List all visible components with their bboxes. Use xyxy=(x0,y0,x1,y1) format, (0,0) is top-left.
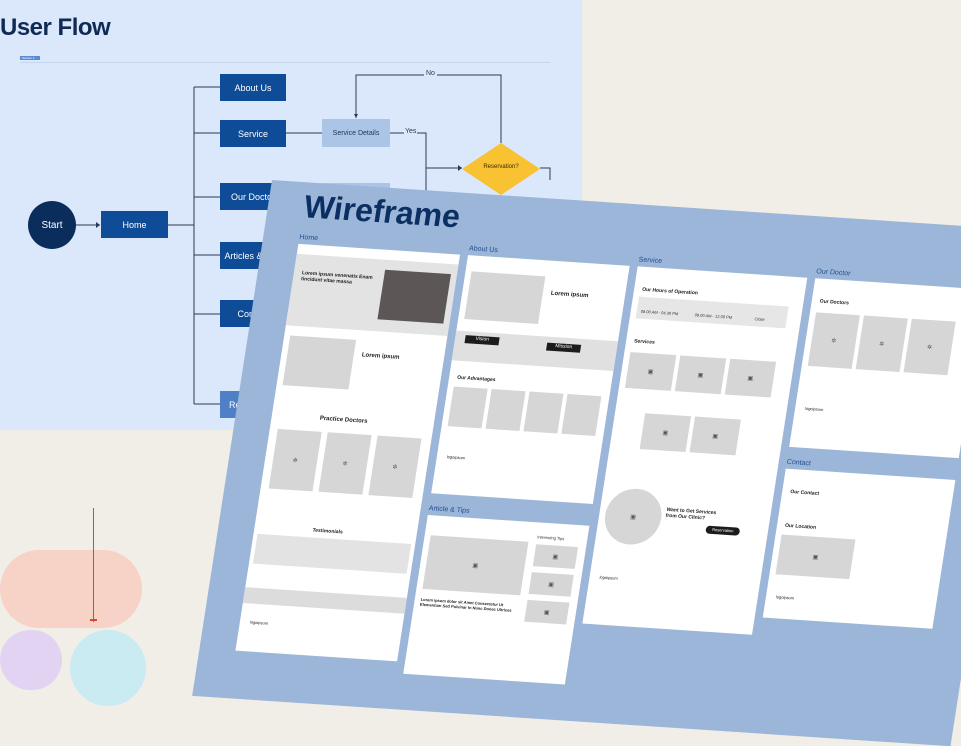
advantage-4 xyxy=(561,394,602,436)
doctor-footer-logo: logoipsum xyxy=(804,405,824,413)
advantage-2 xyxy=(485,389,526,431)
start-node[interactable]: Start xyxy=(28,201,76,249)
home-heading: Lorem ipsum xyxy=(361,352,400,361)
doctor-photo-2: ✲ xyxy=(855,315,908,373)
home-gallery xyxy=(282,335,357,390)
service-footer-logo: logoipsum xyxy=(599,574,619,581)
wireframe-board: Wireframe Home Lorem ipsum venenatis Ena… xyxy=(192,180,961,746)
service-img-1: ▣ xyxy=(624,352,677,391)
cta-text: Want to Get Services from Our Clinic? xyxy=(665,506,717,522)
services-heading: Services xyxy=(633,338,656,346)
article-title: Lorem ipsum dolor sit Amet Consectetur U… xyxy=(419,596,513,613)
decor-line-tick xyxy=(90,619,97,621)
decor-circle-cyan xyxy=(70,630,146,706)
advantage-1 xyxy=(447,386,488,429)
about-page-mock: Lorem ipsum Vision Mission Our Advantage… xyxy=(431,255,630,504)
doctor-card-2: ✲ xyxy=(318,432,372,495)
section-label-articles: Article & Tips xyxy=(428,505,471,515)
yes-label: Yes xyxy=(404,128,418,135)
user-flow-title: User Flow xyxy=(0,14,111,41)
doctor-card-1: ✲ xyxy=(268,428,322,492)
testimonial-strip xyxy=(252,533,412,574)
decor-line xyxy=(93,508,94,622)
cta-circle: ▣ xyxy=(600,487,666,547)
section-label-service: Service xyxy=(638,256,663,265)
about-heading: Lorem ipsum xyxy=(550,290,589,300)
about-us-node[interactable]: About Us xyxy=(220,74,286,101)
no-label: No xyxy=(424,70,437,77)
decision-label: Reservation? xyxy=(483,164,519,170)
practice-doctors-heading: Practice Doctors xyxy=(319,415,368,425)
service-img-5: ▣ xyxy=(689,416,741,456)
home-node[interactable]: Home xyxy=(101,211,168,238)
section-label-about: About Us xyxy=(468,245,499,255)
divider xyxy=(20,62,550,63)
doctor-photo-1: ✲ xyxy=(807,312,860,369)
tip-thumb-1: ▣ xyxy=(532,544,579,569)
advantage-3 xyxy=(523,391,564,434)
newsletter-band xyxy=(242,587,407,614)
hero-image xyxy=(377,269,451,324)
tip-thumb-3: ▣ xyxy=(524,599,570,625)
decor-pill-lilac xyxy=(0,630,62,690)
cta-reservation-button[interactable]: Reservation xyxy=(705,525,741,536)
section-label-home: Home xyxy=(298,233,319,243)
hours-title: Our Hours of Operation xyxy=(641,286,699,297)
service-details-node[interactable]: Service Details xyxy=(322,119,390,147)
doctor-page-mock: Our Doctors ✲ ✲ ✲ logoipsum xyxy=(789,278,961,459)
about-gallery xyxy=(464,271,546,324)
contact-heading: Our Contact xyxy=(789,489,820,497)
tips-heading: Interesting Tips xyxy=(536,534,565,542)
articles-page-mock: ▣ Lorem ipsum dolor sit Amet Consectetur… xyxy=(403,515,590,685)
doctors-heading: Our Doctors xyxy=(819,298,850,307)
service-node[interactable]: Service xyxy=(220,120,286,147)
location-map: ▣ xyxy=(775,534,856,580)
service-img-4: ▣ xyxy=(639,413,692,453)
contact-footer-logo: logoipsum xyxy=(775,594,795,601)
advantages-heading: Our Advantages xyxy=(456,374,496,384)
section-label-doctor: Our Doctor xyxy=(815,268,851,278)
service-img-2: ▣ xyxy=(674,355,727,395)
doctor-photo-3: ✲ xyxy=(903,318,956,376)
home-footer-logo: logoipsum xyxy=(249,619,269,626)
hours-sun: Close xyxy=(754,316,766,322)
decor-pill-peach xyxy=(0,550,142,628)
contact-page-mock: Our Contact Our Location ▣ logoipsum xyxy=(762,468,956,629)
service-img-3: ▣ xyxy=(724,358,777,398)
section-label-contact: Contact xyxy=(786,458,812,468)
testimonials-heading: Testimonials xyxy=(312,527,344,536)
doctor-card-3: ✲ xyxy=(368,435,422,498)
tip-thumb-2: ▣ xyxy=(528,572,574,597)
section-tag: Section 1 xyxy=(20,56,40,60)
wireframe-title: Wireframe xyxy=(301,188,463,235)
location-heading: Our Location xyxy=(784,522,817,531)
about-footer-logo: logoipsum xyxy=(446,454,466,461)
reservation-decision[interactable] xyxy=(462,143,540,195)
article-image: ▣ xyxy=(422,535,529,596)
